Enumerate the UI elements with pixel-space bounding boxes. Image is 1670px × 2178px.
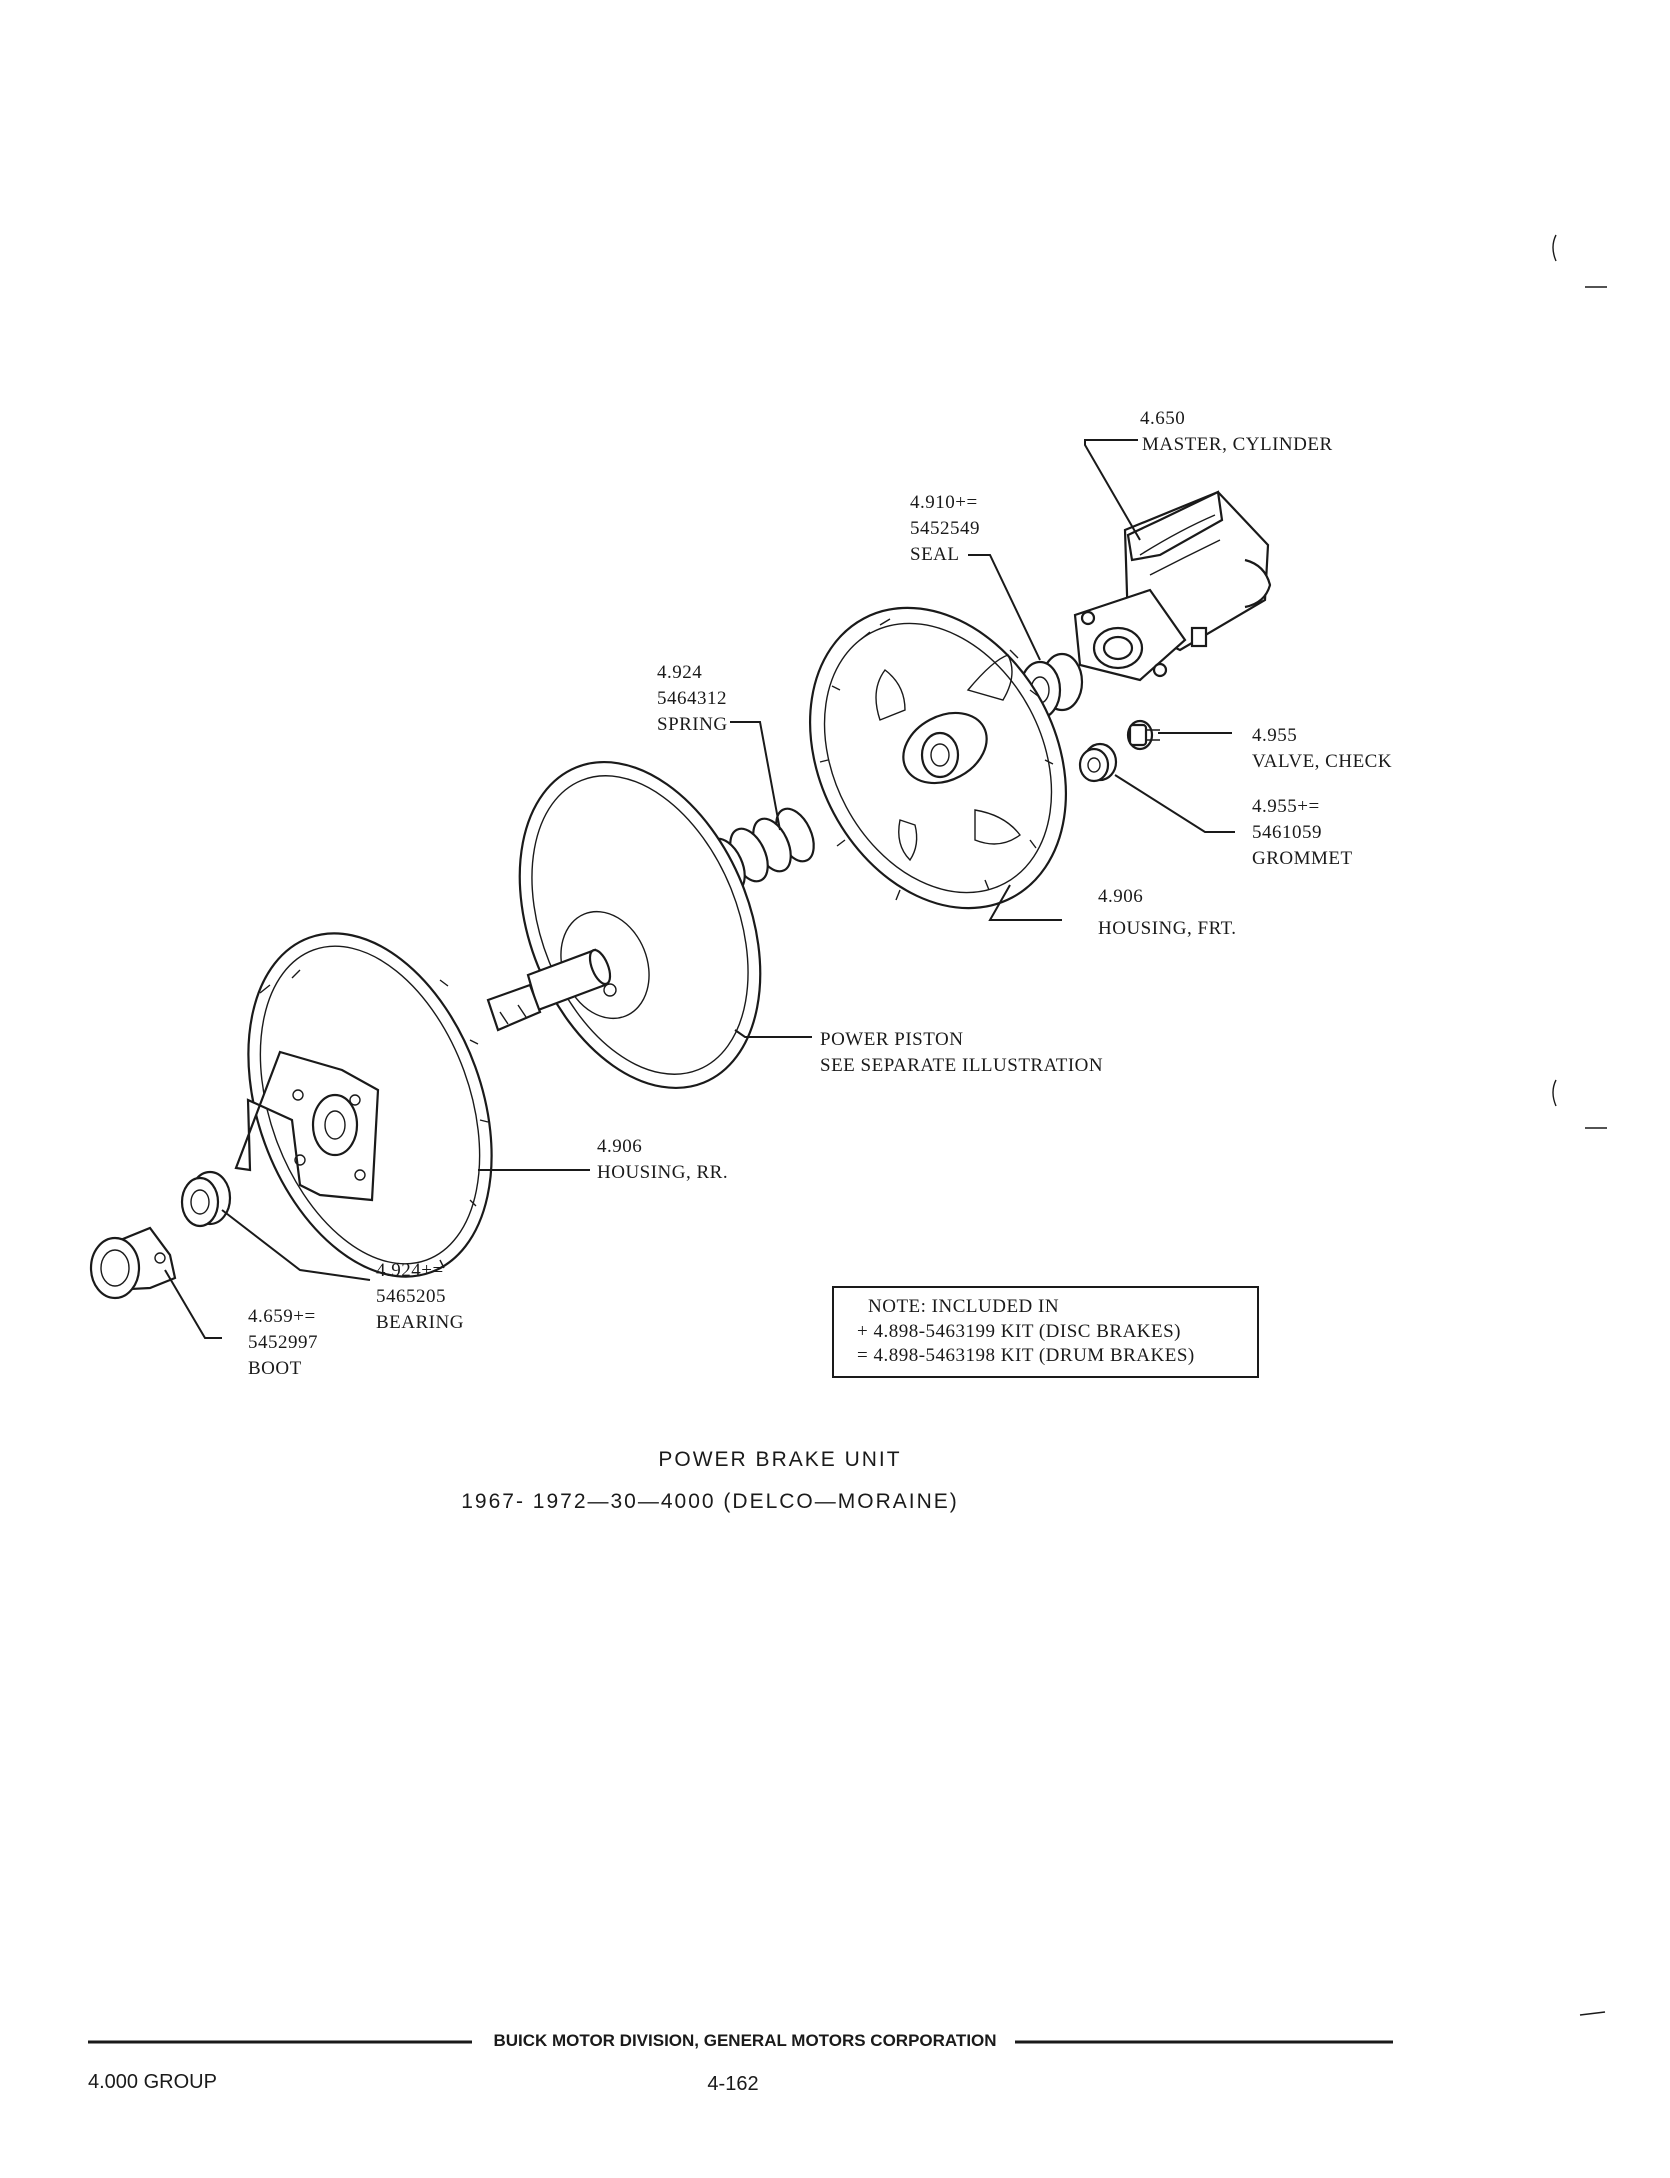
footer-group: 4.000 GROUP bbox=[88, 2071, 217, 2093]
callout-master-cylinder: 4.650 MASTER, CYLINDER bbox=[1140, 408, 1333, 455]
caption-subtitle: 1967- 1972—30—4000 (DELCO—MORAINE) bbox=[461, 1490, 959, 1513]
note-disc-kit: + 4.898-5463199 KIT (DISC BRAKES) bbox=[857, 1321, 1181, 1342]
callout-housing-rear: 4.906 HOUSING, RR. bbox=[597, 1136, 728, 1183]
callout-seal: 4.910+= 5452549 SEAL bbox=[910, 492, 980, 565]
callout-power-piston: POWER PISTON SEE SEPARATE ILLUSTRATION bbox=[820, 1029, 1103, 1076]
footer-page-number: 4-162 bbox=[707, 2073, 758, 2095]
check-valve-code: 4.955 bbox=[1252, 725, 1297, 746]
seal-name: SEAL bbox=[910, 544, 960, 565]
seal-illustration bbox=[1018, 652, 1084, 720]
figure-caption: POWER BRAKE UNIT 1967- 1972—30—4000 (DEL… bbox=[461, 1448, 959, 1513]
master-cylinder-code: 4.650 bbox=[1140, 408, 1185, 429]
spring-name: SPRING bbox=[657, 714, 728, 735]
bearing-code: 4.924+= bbox=[376, 1260, 444, 1281]
power-piston-illustration bbox=[486, 760, 762, 1090]
rear-housing-illustration bbox=[234, 932, 493, 1278]
page-footer: BUICK MOTOR DIVISION, GENERAL MOTORS COR… bbox=[88, 2031, 1393, 2095]
scan-margin-marks bbox=[1552, 234, 1607, 2016]
housing-rear-name: HOUSING, RR. bbox=[597, 1162, 728, 1183]
seal-part-number: 5452549 bbox=[910, 518, 980, 539]
grommet-part-number: 5461059 bbox=[1252, 822, 1322, 843]
callout-housing-front: 4.906 HOUSING, FRT. bbox=[1098, 886, 1237, 939]
leader-lines bbox=[164, 439, 1235, 1339]
bearing-illustration bbox=[180, 1170, 232, 1228]
boot-part-number: 5452997 bbox=[248, 1332, 318, 1353]
grommet-name: GROMMET bbox=[1252, 848, 1353, 869]
housing-rear-code: 4.906 bbox=[597, 1136, 642, 1157]
bearing-part-number: 5465205 bbox=[376, 1286, 446, 1307]
spring-code: 4.924 bbox=[657, 662, 702, 683]
note-box: NOTE: INCLUDED IN + 4.898-5463199 KIT (D… bbox=[832, 1286, 1259, 1378]
caption-title: POWER BRAKE UNIT bbox=[658, 1448, 901, 1471]
check-valve-illustration bbox=[1126, 719, 1160, 751]
boot-name: BOOT bbox=[248, 1358, 302, 1379]
grommet-illustration bbox=[1078, 742, 1118, 783]
master-cylinder-illustration bbox=[1073, 490, 1272, 682]
bearing-name: BEARING bbox=[376, 1312, 464, 1333]
seal-code: 4.910+= bbox=[910, 492, 978, 513]
callout-check-valve: 4.955 VALVE, CHECK bbox=[1252, 725, 1392, 772]
check-valve-name: VALVE, CHECK bbox=[1252, 751, 1392, 772]
power-piston-reference: SEE SEPARATE ILLUSTRATION bbox=[820, 1055, 1103, 1076]
callout-bearing: 4.924+= 5465205 BEARING bbox=[376, 1260, 464, 1333]
housing-front-name: HOUSING, FRT. bbox=[1098, 918, 1237, 939]
boot-code: 4.659+= bbox=[248, 1306, 316, 1327]
callout-spring: 4.924 5464312 SPRING bbox=[657, 662, 728, 735]
note-drum-kit: = 4.898-5463198 KIT (DRUM BRAKES) bbox=[857, 1345, 1195, 1366]
housing-front-code: 4.906 bbox=[1098, 886, 1143, 907]
callout-grommet: 4.955+= 5461059 GROMMET bbox=[1252, 796, 1353, 869]
spring-part-number: 5464312 bbox=[657, 688, 727, 709]
note-heading: NOTE: INCLUDED IN bbox=[868, 1296, 1059, 1317]
grommet-code: 4.955+= bbox=[1252, 796, 1320, 817]
power-piston-label: POWER PISTON bbox=[820, 1029, 963, 1050]
master-cylinder-name: MASTER, CYLINDER bbox=[1142, 434, 1333, 455]
boot-illustration bbox=[89, 1226, 177, 1300]
front-housing-illustration bbox=[809, 606, 1067, 910]
footer-division: BUICK MOTOR DIVISION, GENERAL MOTORS COR… bbox=[493, 2031, 996, 2050]
callout-boot: 4.659+= 5452997 BOOT bbox=[248, 1306, 318, 1379]
